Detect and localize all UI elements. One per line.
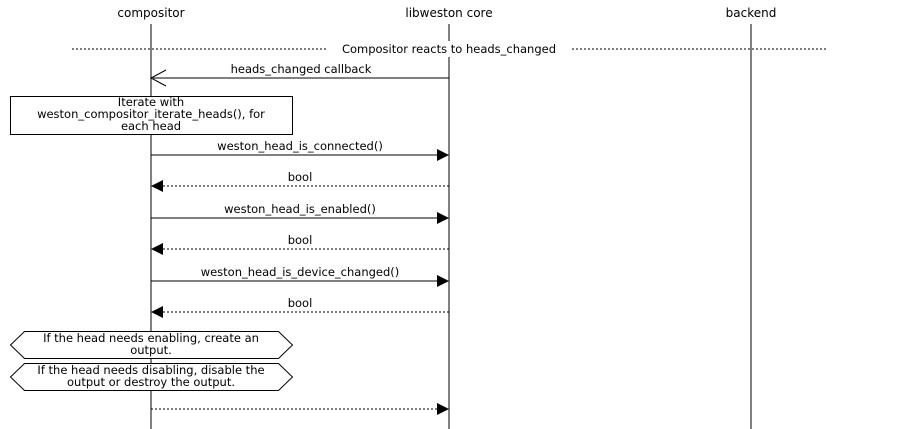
divider-label: Compositor reacts to heads_changed (342, 42, 556, 56)
message-label: weston_head_is_device_changed() (201, 265, 400, 279)
fragment-disable-head: If the head needs disabling, disable the… (9, 363, 294, 391)
arrowhead-filled-icon (437, 212, 449, 224)
arrowhead-filled-icon (151, 180, 163, 192)
arrowhead-filled-icon (437, 403, 449, 415)
message-bool-connected-return: bool (151, 170, 449, 192)
participant-label-libweston-core: libweston core (405, 6, 492, 20)
note-line-3: each head (121, 119, 181, 133)
arrowhead-filled-icon (151, 243, 163, 255)
message-label: weston_head_is_enabled() (224, 202, 376, 216)
message-label: weston_head_is_connected() (217, 139, 383, 153)
fragment-line-2: output. (130, 343, 172, 357)
arrowhead-filled-icon (437, 275, 449, 287)
message-bool-device-changed-return: bool (151, 296, 449, 318)
message-weston-head-is-enabled: weston_head_is_enabled() (151, 202, 449, 224)
message-label: bool (288, 233, 313, 247)
message-label: heads_changed callback (231, 62, 372, 76)
note-line-2: weston_compositor_iterate_heads(), for (37, 107, 265, 121)
message-label: bool (288, 170, 313, 184)
note-iterate-heads: Iterate with weston_compositor_iterate_h… (10, 95, 293, 135)
participant-label-backend: backend (726, 6, 777, 20)
participant-headers-group: compositor libweston core backend (117, 6, 776, 20)
message-label: bool (288, 296, 313, 310)
participant-label-compositor: compositor (117, 6, 184, 20)
fragment-line-1: If the head needs enabling, create an (43, 331, 259, 345)
divider-compositor-reacts: Compositor reacts to heads_changed (72, 41, 828, 57)
arrowhead-filled-icon (437, 149, 449, 161)
lifelines-group (150, 24, 752, 429)
message-unlabeled-return (151, 403, 449, 415)
arrowhead-filled-icon (151, 306, 163, 318)
message-weston-head-is-device-changed: weston_head_is_device_changed() (151, 265, 449, 287)
note-box (10, 96, 293, 135)
message-bool-enabled-return: bool (151, 233, 449, 255)
fragment-line-1: If the head needs disabling, disable the (37, 363, 264, 377)
message-heads-changed-callback: heads_changed callback (149, 62, 449, 87)
note-line-1: Iterate with (118, 95, 184, 109)
arrowhead-open-icon (149, 69, 167, 87)
message-weston-head-is-connected: weston_head_is_connected() (151, 139, 449, 161)
fragment-hexagon (9, 331, 294, 359)
divider-label-backdrop (327, 41, 571, 57)
fragment-enable-head: If the head needs enabling, create an ou… (9, 331, 294, 359)
fragment-hexagon (9, 363, 294, 391)
fragment-line-2: output or destroy the output. (67, 375, 235, 389)
